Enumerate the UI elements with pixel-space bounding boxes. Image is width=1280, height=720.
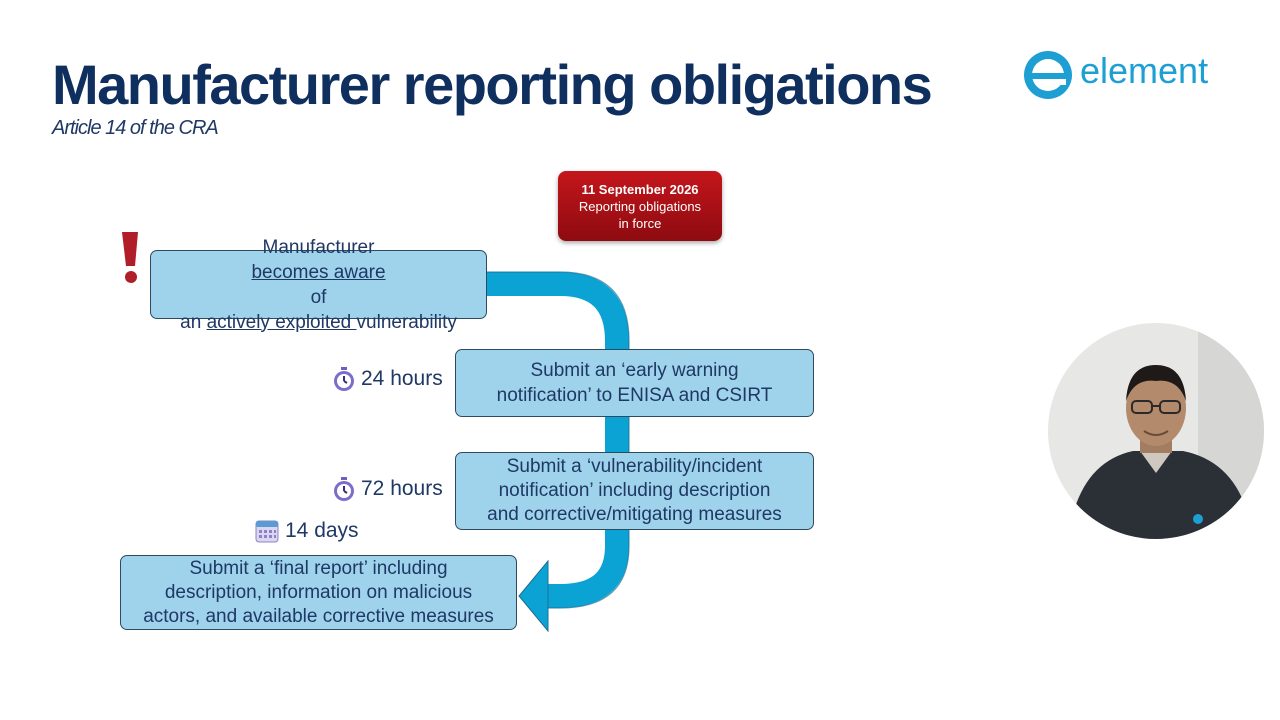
- step-early-warning-line-1: Submit an ‘early warning: [530, 360, 739, 381]
- step-aware-text: Manufacturer: [262, 236, 375, 258]
- deadline-line-1: Reporting obligations: [578, 198, 702, 214]
- flow-arrowhead: [518, 559, 549, 633]
- step-final-report: Submit a ‘final report’ including descri…: [120, 555, 517, 630]
- timing-72-hours-label: 72 hours: [361, 477, 443, 500]
- step-final-line-3: actors, and available corrective measure…: [143, 605, 494, 627]
- timing-14-days: 14 days: [255, 519, 359, 543]
- step-aware-text: vulnerability: [356, 311, 457, 333]
- timing-24-hours-label: 24 hours: [361, 367, 443, 390]
- slide-title: Manufacturer reporting obligations: [52, 53, 933, 116]
- presenter-image: [1048, 323, 1264, 539]
- step-aware-text: an: [180, 311, 207, 333]
- step-aware-underline: becomes aware: [251, 261, 386, 283]
- calendar-icon: [255, 520, 279, 543]
- timing-72-hours: 72 hours: [333, 477, 443, 501]
- step-incident-line-3: and corrective/mitigating measures: [487, 504, 782, 525]
- exclamation-icon: [122, 232, 138, 283]
- step-aware-text: of: [310, 286, 327, 308]
- step-early-warning: Submit an ‘early warning notification’ t…: [455, 349, 814, 417]
- stopwatch-icon: [334, 367, 354, 391]
- presenter-webcam: [1048, 323, 1264, 539]
- step-incident-line-1: Submit a ‘vulnerability/incident: [506, 456, 763, 477]
- step-aware-line-1: Manufacturer becomes aware of: [180, 235, 457, 310]
- step-incident-line-2: notification’ including description: [498, 480, 771, 501]
- element-logo: element: [1020, 46, 1240, 104]
- element-logo-icon: [1024, 51, 1072, 99]
- deadline-line-2: in force: [618, 215, 662, 231]
- timing-24-hours: 24 hours: [333, 367, 443, 391]
- step-incident-notification: Submit a ‘vulnerability/incident notific…: [455, 452, 814, 530]
- step-aware-underline: actively exploited: [206, 311, 357, 333]
- flow-arrow: [480, 272, 629, 608]
- flow-arrow-outline: [480, 271, 630, 609]
- deadline-date: 11 September 2026: [581, 181, 699, 197]
- step-early-warning-line-2: notification’ to ENISA and CSIRT: [496, 385, 773, 406]
- element-logo-text: element: [1080, 50, 1209, 91]
- slide-subtitle: Article 14 of the CRA: [52, 117, 219, 139]
- step-final-line-2: description, information on malicious: [164, 581, 473, 603]
- step-aware: Manufacturer becomes aware of an activel…: [150, 237, 487, 333]
- timing-14-days-label: 14 days: [285, 519, 359, 542]
- step-final-line-1: Submit a ‘final report’ including: [189, 557, 448, 579]
- step-aware-line-2: an actively exploited vulnerability: [180, 310, 457, 335]
- stopwatch-icon: [334, 477, 354, 501]
- deadline-badge: 11 September 2026 Reporting obligations …: [558, 171, 722, 241]
